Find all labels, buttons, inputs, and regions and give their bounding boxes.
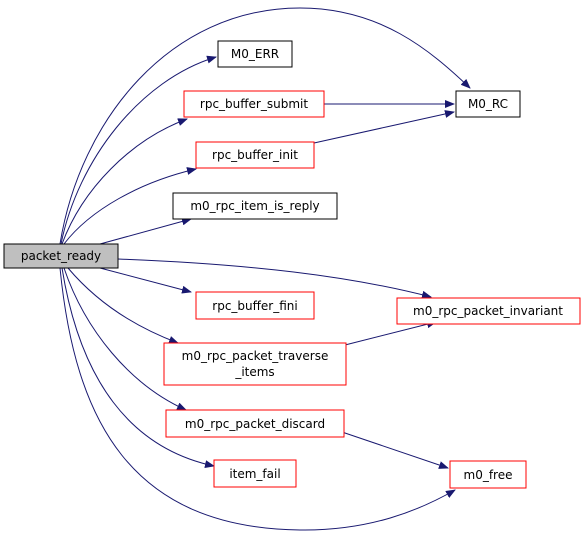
edge-packet-ready-to-m0-rpc-item-is-reply	[99, 217, 192, 245]
edge-packet-ready-to-rpc-buffer-init	[63, 167, 197, 245]
node-box	[213, 459, 297, 488]
edge-packet-ready-to-m0-rc	[59, 7, 471, 245]
node-box	[217, 40, 293, 68]
node-box	[183, 90, 325, 118]
node-box	[172, 192, 338, 220]
node-rpc-buffer-submit[interactable]: rpc_buffer_submit	[183, 90, 325, 118]
node-m0-rpc-packet-discard[interactable]: m0_rpc_packet_discard	[165, 409, 345, 438]
edges	[59, 7, 471, 531]
node-label: M0_RC	[468, 97, 508, 111]
node-m0-rpc-packet-invariant[interactable]: m0_rpc_packet_invariant	[396, 297, 581, 325]
node-rpc-buffer-fini[interactable]: rpc_buffer_fini	[195, 291, 315, 320]
node-label: m0_rpc_item_is_reply	[190, 199, 319, 213]
node-box	[165, 409, 345, 438]
node-box	[449, 460, 527, 489]
node-label: rpc_buffer_init	[212, 148, 298, 162]
edge-rpc-buffer-init-to-m0-rc	[313, 110, 455, 144]
edge-packet-ready-to-rpc-buffer-submit	[61, 118, 188, 245]
node-item-fail[interactable]: item_fail	[213, 459, 297, 488]
node-box	[455, 90, 521, 118]
node-label: M0_ERR	[231, 47, 279, 61]
node-box	[195, 141, 315, 169]
edge-traverse-items-to-m0-rpc-packet-invariant	[344, 320, 437, 346]
node-label: m0_free	[464, 468, 513, 482]
node-box	[396, 297, 581, 325]
edge-packet-ready-to-m0-rpc-packet-invariant	[117, 258, 432, 299]
node-m0-rc[interactable]: M0_RC	[455, 90, 521, 118]
node-box	[195, 291, 315, 320]
node-rpc-buffer-init[interactable]: rpc_buffer_init	[195, 141, 315, 169]
node-m0-free[interactable]: m0_free	[449, 460, 527, 489]
node-box	[3, 243, 119, 269]
nodes: packet_ready M0_ERR M0_RC rpc_buffer_sub…	[3, 40, 581, 489]
node-label: packet_ready	[21, 249, 101, 263]
edge-packet-ready-to-m0-err	[60, 55, 217, 245]
node-m0-rpc-item-is-reply[interactable]: m0_rpc_item_is_reply	[172, 192, 338, 220]
edge-packet-ready-to-item-fail	[61, 267, 215, 469]
edge-discard-to-m0-free	[341, 431, 449, 469]
node-m0-rpc-packet-traverse-items[interactable]: m0_rpc_packet_traverse _items	[163, 342, 347, 386]
node-label: item_fail	[229, 467, 280, 481]
node-label-line1: m0_rpc_packet_traverse	[182, 349, 329, 363]
edge-packet-ready-to-m0-rpc-packet-discard	[63, 267, 187, 411]
node-label: m0_rpc_packet_discard	[185, 417, 325, 431]
edge-packet-ready-to-m0-rpc-packet-traverse-items	[67, 267, 179, 344]
edge-packet-ready-to-rpc-buffer-fini	[99, 267, 192, 294]
node-label: rpc_buffer_fini	[212, 299, 297, 313]
node-label: m0_rpc_packet_invariant	[413, 304, 563, 318]
node-m0-err[interactable]: M0_ERR	[217, 40, 293, 68]
node-packet-ready[interactable]: packet_ready	[3, 243, 119, 269]
edge-packet-ready-to-m0-free	[59, 267, 456, 531]
node-label-line2: _items	[234, 365, 274, 379]
node-box	[163, 342, 347, 386]
node-label: rpc_buffer_submit	[200, 97, 308, 111]
